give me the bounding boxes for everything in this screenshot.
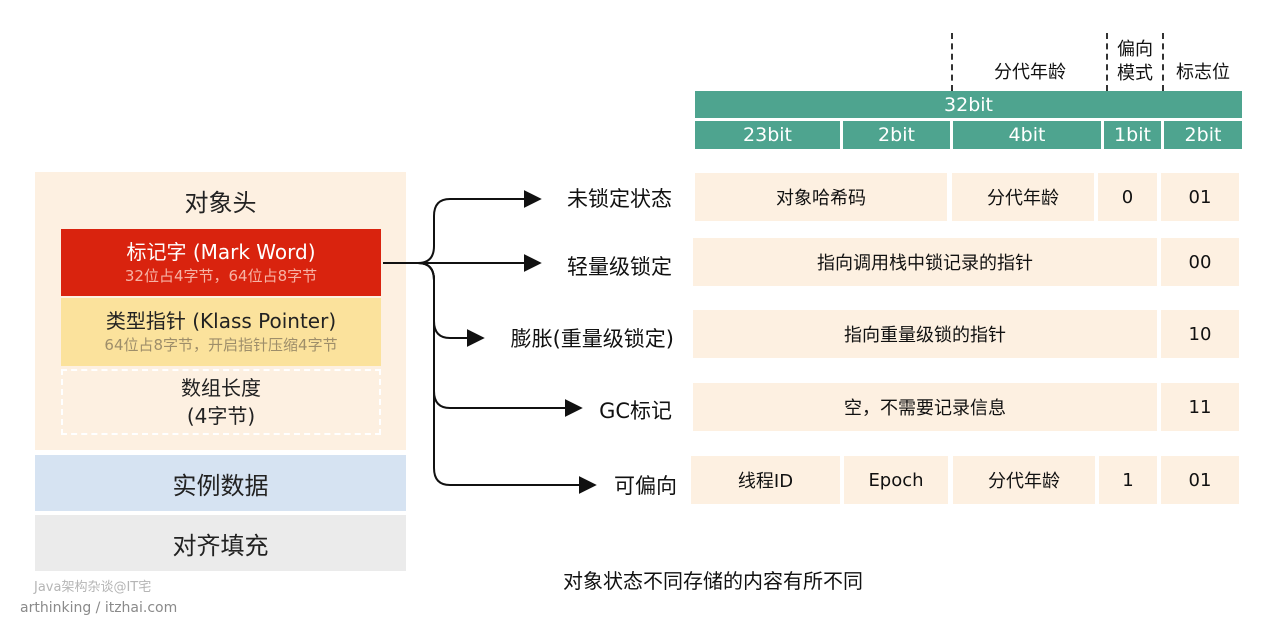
header-label-age: 分代年龄 <box>994 62 1066 83</box>
diagram-caption: 对象状态不同存储的内容有所不同 <box>563 569 863 593</box>
klass-pointer-sub: 64位占8字节，开启指针压缩4字节 <box>104 336 338 354</box>
row-lightweight-pointer: 指向调用栈中锁记录的指针 <box>693 238 1157 286</box>
instance-data-block: 实例数据 <box>35 455 406 511</box>
row-biased-flag: 01 <box>1161 456 1239 504</box>
arrow-biased <box>383 262 597 494</box>
row-heavyweight-pointer: 指向重量级锁的指针 <box>693 310 1157 358</box>
watermark-line1: Java架构杂谈@IT宅 <box>34 580 152 595</box>
header-label-biased-mode: 偏向 模式 <box>1108 36 1162 88</box>
mark-word-label: 标记字 (Mark Word) <box>126 239 316 264</box>
state-label-lightweight: 轻量级锁定 <box>567 255 672 279</box>
row-heavyweight-flag: 10 <box>1161 310 1239 358</box>
array-length-block: 数组长度 (4字节) <box>61 369 381 435</box>
mark-word-sub: 32位占4字节，64位占8字节 <box>124 266 318 285</box>
bit-segment-4: 4bit <box>953 121 1101 149</box>
state-label-heavyweight: 膨胀(重量级锁定) <box>510 327 674 351</box>
row-biased-epoch: Epoch <box>844 456 948 504</box>
klass-pointer-label: 类型指针 (Klass Pointer) <box>105 309 337 333</box>
row-gc-flag: 11 <box>1161 383 1239 431</box>
padding-block: 对齐填充 <box>35 515 406 571</box>
header-label-biased-line2: 模式 <box>1117 63 1153 84</box>
header-label-biased-line1: 偏向 <box>1117 39 1153 60</box>
watermark-line2: arthinking / itzhai.com <box>20 600 178 616</box>
bit-segment-2b: 2bit <box>1164 121 1242 149</box>
row-unlocked-biased: 0 <box>1098 173 1157 221</box>
row-unlocked-hashcode: 对象哈希码 <box>695 173 947 221</box>
array-length-line2: (4字节) <box>186 404 256 428</box>
row-unlocked-age: 分代年龄 <box>952 173 1094 221</box>
bit-segment-23: 23bit <box>695 121 840 149</box>
arrow-unlocked <box>383 190 542 264</box>
state-label-unlocked: 未锁定状态 <box>567 187 672 211</box>
header-divider-2 <box>1106 33 1108 91</box>
row-biased-thread-id: 线程ID <box>691 456 840 504</box>
bit-segment-1: 1bit <box>1104 121 1161 149</box>
klass-pointer-block: 类型指针 (Klass Pointer) 64位占8字节，开启指针压缩4字节 <box>61 298 381 366</box>
mark-word-block: 标记字 (Mark Word) 32位占4字节，64位占8字节 <box>61 229 381 296</box>
header-divider-1 <box>951 33 953 91</box>
header-divider-3 <box>1162 33 1164 91</box>
object-header-title: 对象头 <box>184 188 257 217</box>
header-label-flag: 标志位 <box>1176 62 1230 83</box>
row-lightweight-flag: 00 <box>1161 238 1239 286</box>
bit-total-bar: 32bit <box>695 91 1242 118</box>
array-length-line1: 数组长度 <box>181 376 261 400</box>
bit-segment-2a: 2bit <box>843 121 950 149</box>
row-gc-empty: 空，不需要记录信息 <box>693 383 1157 431</box>
state-label-gc: GC标记 <box>599 399 672 423</box>
row-biased-mode: 1 <box>1099 456 1157 504</box>
row-biased-age: 分代年龄 <box>953 456 1095 504</box>
row-unlocked-flag: 01 <box>1161 173 1239 221</box>
state-label-biased: 可偏向 <box>614 474 677 498</box>
